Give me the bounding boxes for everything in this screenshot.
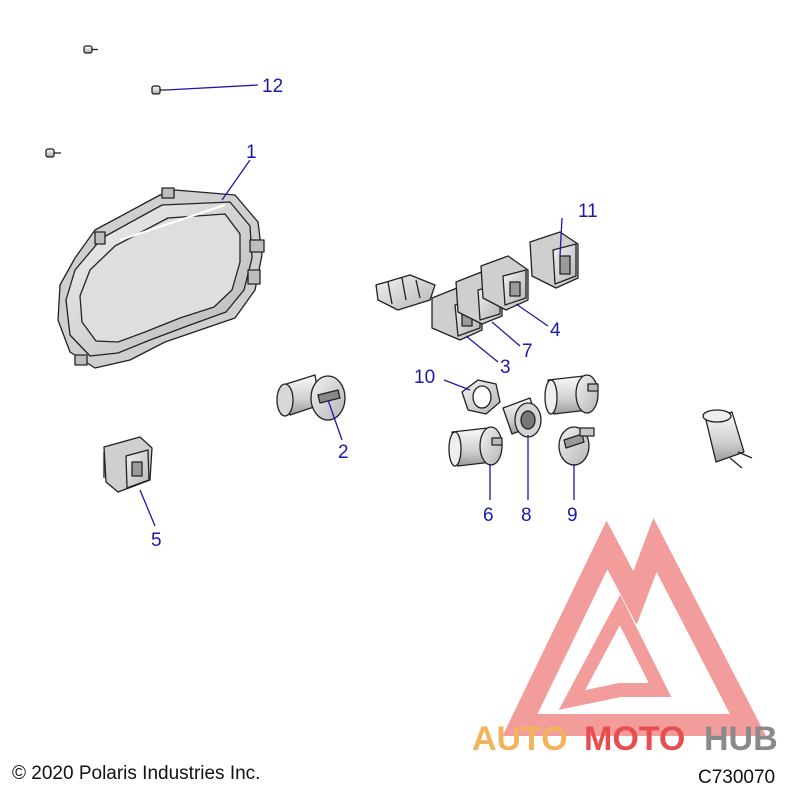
callout-6: 6: [483, 505, 494, 526]
diagram-code: C730070: [698, 767, 775, 788]
cap-part: [558, 426, 595, 466]
watermark-text-auto: AUTO: [472, 720, 568, 758]
outlet-6-part: [448, 426, 503, 467]
socket-part: [502, 397, 542, 438]
ignition-switch-part: [276, 374, 346, 421]
callout-8: 8: [521, 505, 532, 526]
outlet-upper-part: [544, 374, 599, 415]
screw-icon: [151, 85, 166, 95]
watermark-wordmark: AUTO MOTO HUB: [472, 720, 778, 758]
switch-4-part: [480, 255, 529, 311]
callout-10: 10: [414, 367, 435, 388]
watermark-text-hub: HUB: [704, 720, 778, 758]
callout-7: 7: [522, 341, 533, 362]
watermark-logo: [502, 518, 767, 736]
rocker-switch-part: [103, 436, 153, 493]
callout-11: 11: [578, 201, 598, 222]
screw-icon: [45, 148, 61, 158]
nut-part: [461, 379, 501, 415]
connector-part: [375, 274, 436, 311]
screw-icon: [83, 45, 98, 54]
callout-9: 9: [567, 505, 578, 526]
indicator-lamp-part: [702, 409, 753, 469]
leader-lines: [139, 84, 575, 527]
callout-4: 4: [550, 320, 561, 341]
copyright-text: © 2020 Polaris Industries Inc.: [12, 763, 260, 784]
watermark-text-moto: MOTO: [584, 720, 685, 758]
callout-1: 1: [246, 142, 257, 163]
callouts: 12 1 2 5 11 4 7 3 10 6 8 9: [151, 76, 598, 551]
instrument-cluster-part: [57, 187, 265, 369]
screw-part: [45, 45, 166, 158]
callout-2: 2: [338, 442, 349, 463]
callout-12: 12: [262, 76, 283, 97]
watermark-triangle-icon: [502, 518, 767, 736]
switch-11-part: [529, 231, 579, 289]
callout-5: 5: [151, 530, 162, 551]
callout-3: 3: [500, 357, 511, 378]
